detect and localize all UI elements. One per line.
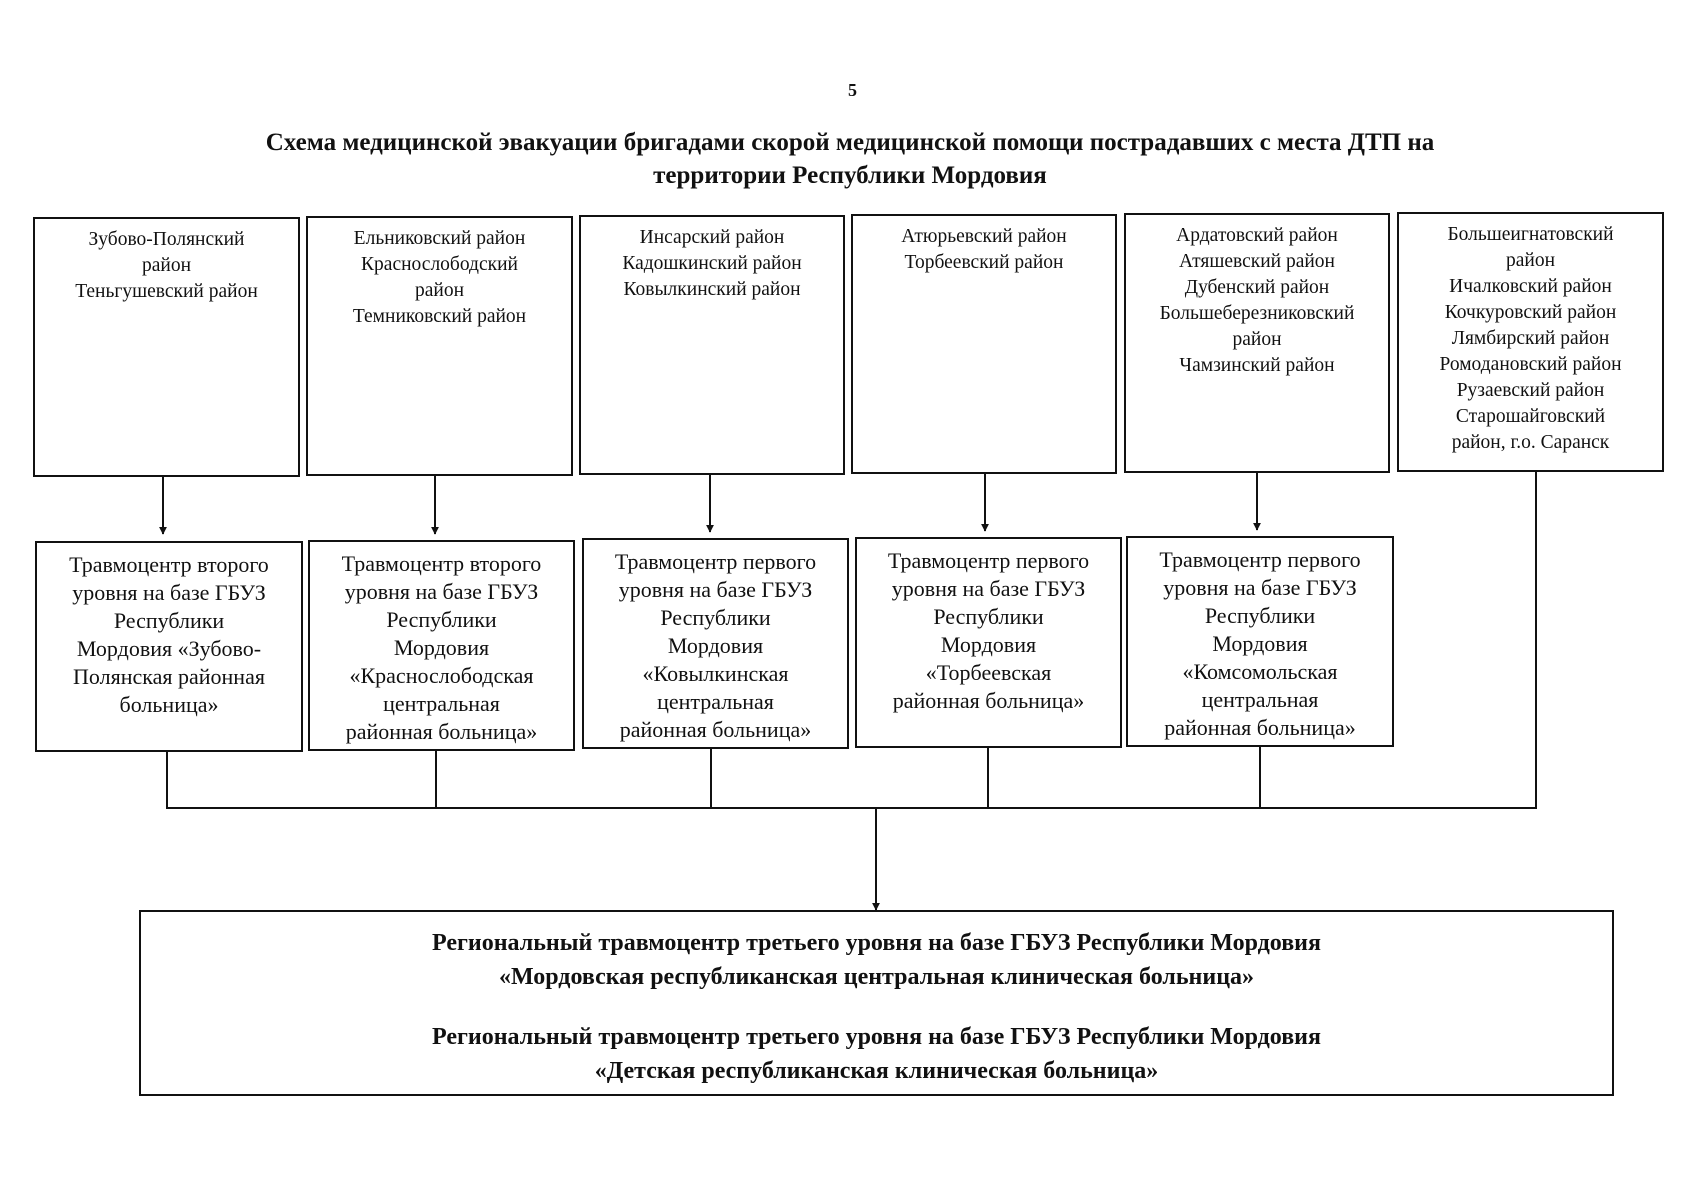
district-line: Ардатовский район xyxy=(1176,225,1338,246)
district-line: Кадошкинский район xyxy=(622,253,802,274)
district-line: Краснослободский xyxy=(361,254,518,275)
district-box-1: Зубово-Полянский район Теньгушевский рай… xyxy=(33,217,300,477)
diagram-title: Схема медицинской эвакуации бригадами ск… xyxy=(150,126,1550,192)
trauma-center-line: «Краснослободская xyxy=(349,663,534,688)
trauma-center-line: Полянская районная xyxy=(73,664,265,689)
trauma-center-line: «Ковылкинская xyxy=(642,661,789,686)
district-line: Большеигнатовский xyxy=(1447,224,1614,245)
regional-center-1: Региональный травмоцентр третьего уровня… xyxy=(141,926,1612,994)
trauma-center-line: центральная xyxy=(383,691,500,716)
district-box-4: Атюрьевский район Торбеевский район xyxy=(851,214,1117,474)
trauma-center-line: Мордовия xyxy=(667,633,764,658)
trauma-center-line: «Торбеевская xyxy=(925,660,1052,685)
regional-center-line: «Мордовская республиканская центральная … xyxy=(498,964,1255,990)
trauma-center-line: районная больница» xyxy=(1164,715,1356,740)
title-line: территории Республики Мордовия xyxy=(653,162,1047,189)
trauma-center-line: Республики xyxy=(933,604,1044,629)
trauma-center-box-1: Травмоцентр второго уровня на базе ГБУЗ … xyxy=(35,541,303,752)
district-line: Темниковский район xyxy=(352,306,527,327)
title-line: Схема медицинской эвакуации бригадами ск… xyxy=(265,129,1435,156)
trauma-center-line: Республики xyxy=(660,605,771,630)
district-line: Атяшевский район xyxy=(1178,251,1335,272)
regional-center-2: Региональный травмоцентр третьего уровня… xyxy=(141,1020,1612,1088)
district-box-5: Ардатовский район Атяшевский район Дубен… xyxy=(1124,213,1390,473)
trauma-center-line: районная больница» xyxy=(619,717,812,742)
trauma-center-box-2: Травмоцентр второго уровня на базе ГБУЗ … xyxy=(308,540,575,751)
trauma-center-line: Травмоцентр первого xyxy=(614,549,817,574)
regional-center-line: Региональный травмоцентр третьего уровня… xyxy=(432,930,1321,956)
district-box-6: Большеигнатовский район Ичалковский райо… xyxy=(1397,212,1664,472)
district-line: Теньгушевский район xyxy=(75,281,258,302)
district-box-3: Инсарский район Кадошкинский район Ковыл… xyxy=(579,215,845,475)
district-line: Инсарский район xyxy=(639,227,785,248)
trauma-center-line: уровня на базе ГБУЗ xyxy=(891,576,1086,601)
district-line: Ичалковский район xyxy=(1449,276,1612,297)
trauma-center-line: уровня на базе ГБУЗ xyxy=(344,579,539,604)
district-line: Торбеевский район xyxy=(904,252,1064,273)
regional-center-line: Региональный травмоцентр третьего уровня… xyxy=(432,1024,1321,1050)
trauma-center-line: центральная xyxy=(657,689,774,714)
trauma-center-line: Травмоцентр второго xyxy=(69,552,269,577)
trauma-center-line: уровня на базе ГБУЗ xyxy=(1163,575,1357,600)
district-box-2: Ельниковский район Краснослободский райо… xyxy=(306,216,573,476)
district-line: Ковылкинский район xyxy=(623,279,801,300)
trauma-center-line: уровня на базе ГБУЗ xyxy=(618,577,813,602)
district-line: район xyxy=(1232,329,1282,350)
district-line: район, г.о. Саранск xyxy=(1451,432,1610,453)
trauma-center-box-3: Травмоцентр первого уровня на базе ГБУЗ … xyxy=(582,538,849,749)
trauma-center-line: районная больница» xyxy=(892,688,1085,713)
regional-center-line: «Детская республиканская клиническая бол… xyxy=(594,1058,1159,1084)
trauma-center-line: Мордовия xyxy=(393,635,490,660)
district-line: Большеберезниковский xyxy=(1159,303,1355,324)
trauma-center-line: Травмоцентр первого xyxy=(887,548,1090,573)
district-line: район xyxy=(414,280,465,301)
trauma-center-line: Республики xyxy=(113,608,225,633)
regional-trauma-center-box: Региональный травмоцентр третьего уровня… xyxy=(139,910,1614,1096)
trauma-center-line: Травмоцентр второго xyxy=(341,551,542,576)
district-line: Чамзинский район xyxy=(1179,355,1335,376)
district-line: Рузаевский район xyxy=(1456,380,1605,401)
trauma-center-line: больница» xyxy=(119,692,219,717)
district-line: Дубенский район xyxy=(1184,277,1330,298)
page-number: 5 xyxy=(848,80,857,100)
district-line: Зубово-Полянский xyxy=(88,229,245,250)
district-line: район xyxy=(1505,250,1556,271)
trauma-center-line: Республики xyxy=(386,607,497,632)
district-line: район xyxy=(141,255,192,276)
trauma-center-line: центральная xyxy=(1201,687,1319,712)
district-line: Кочкуровский район xyxy=(1444,302,1617,323)
trauma-center-line: Травмоцентр первого xyxy=(1159,547,1361,572)
trauma-center-box-5: Травмоцентр первого уровня на базе ГБУЗ … xyxy=(1126,536,1394,747)
district-line: Старошайговский xyxy=(1455,406,1606,427)
trauma-center-line: Мордовия xyxy=(940,632,1037,657)
trauma-center-line: Мордовия xyxy=(1212,631,1308,656)
district-line: Атюрьевский район xyxy=(901,226,1067,247)
district-line: Лямбирский район xyxy=(1451,328,1610,349)
trauma-center-line: районная больница» xyxy=(345,719,538,744)
district-line: Ельниковский район xyxy=(353,228,526,249)
trauma-center-line: уровня на базе ГБУЗ xyxy=(72,580,266,605)
trauma-center-line: «Комсомольская xyxy=(1182,659,1338,684)
trauma-center-line: Мордовия «Зубово- xyxy=(76,636,262,661)
trauma-center-line: Республики xyxy=(1204,603,1316,628)
trauma-center-box-4: Травмоцентр первого уровня на базе ГБУЗ … xyxy=(855,537,1122,748)
district-line: Ромодановский район xyxy=(1439,354,1622,375)
